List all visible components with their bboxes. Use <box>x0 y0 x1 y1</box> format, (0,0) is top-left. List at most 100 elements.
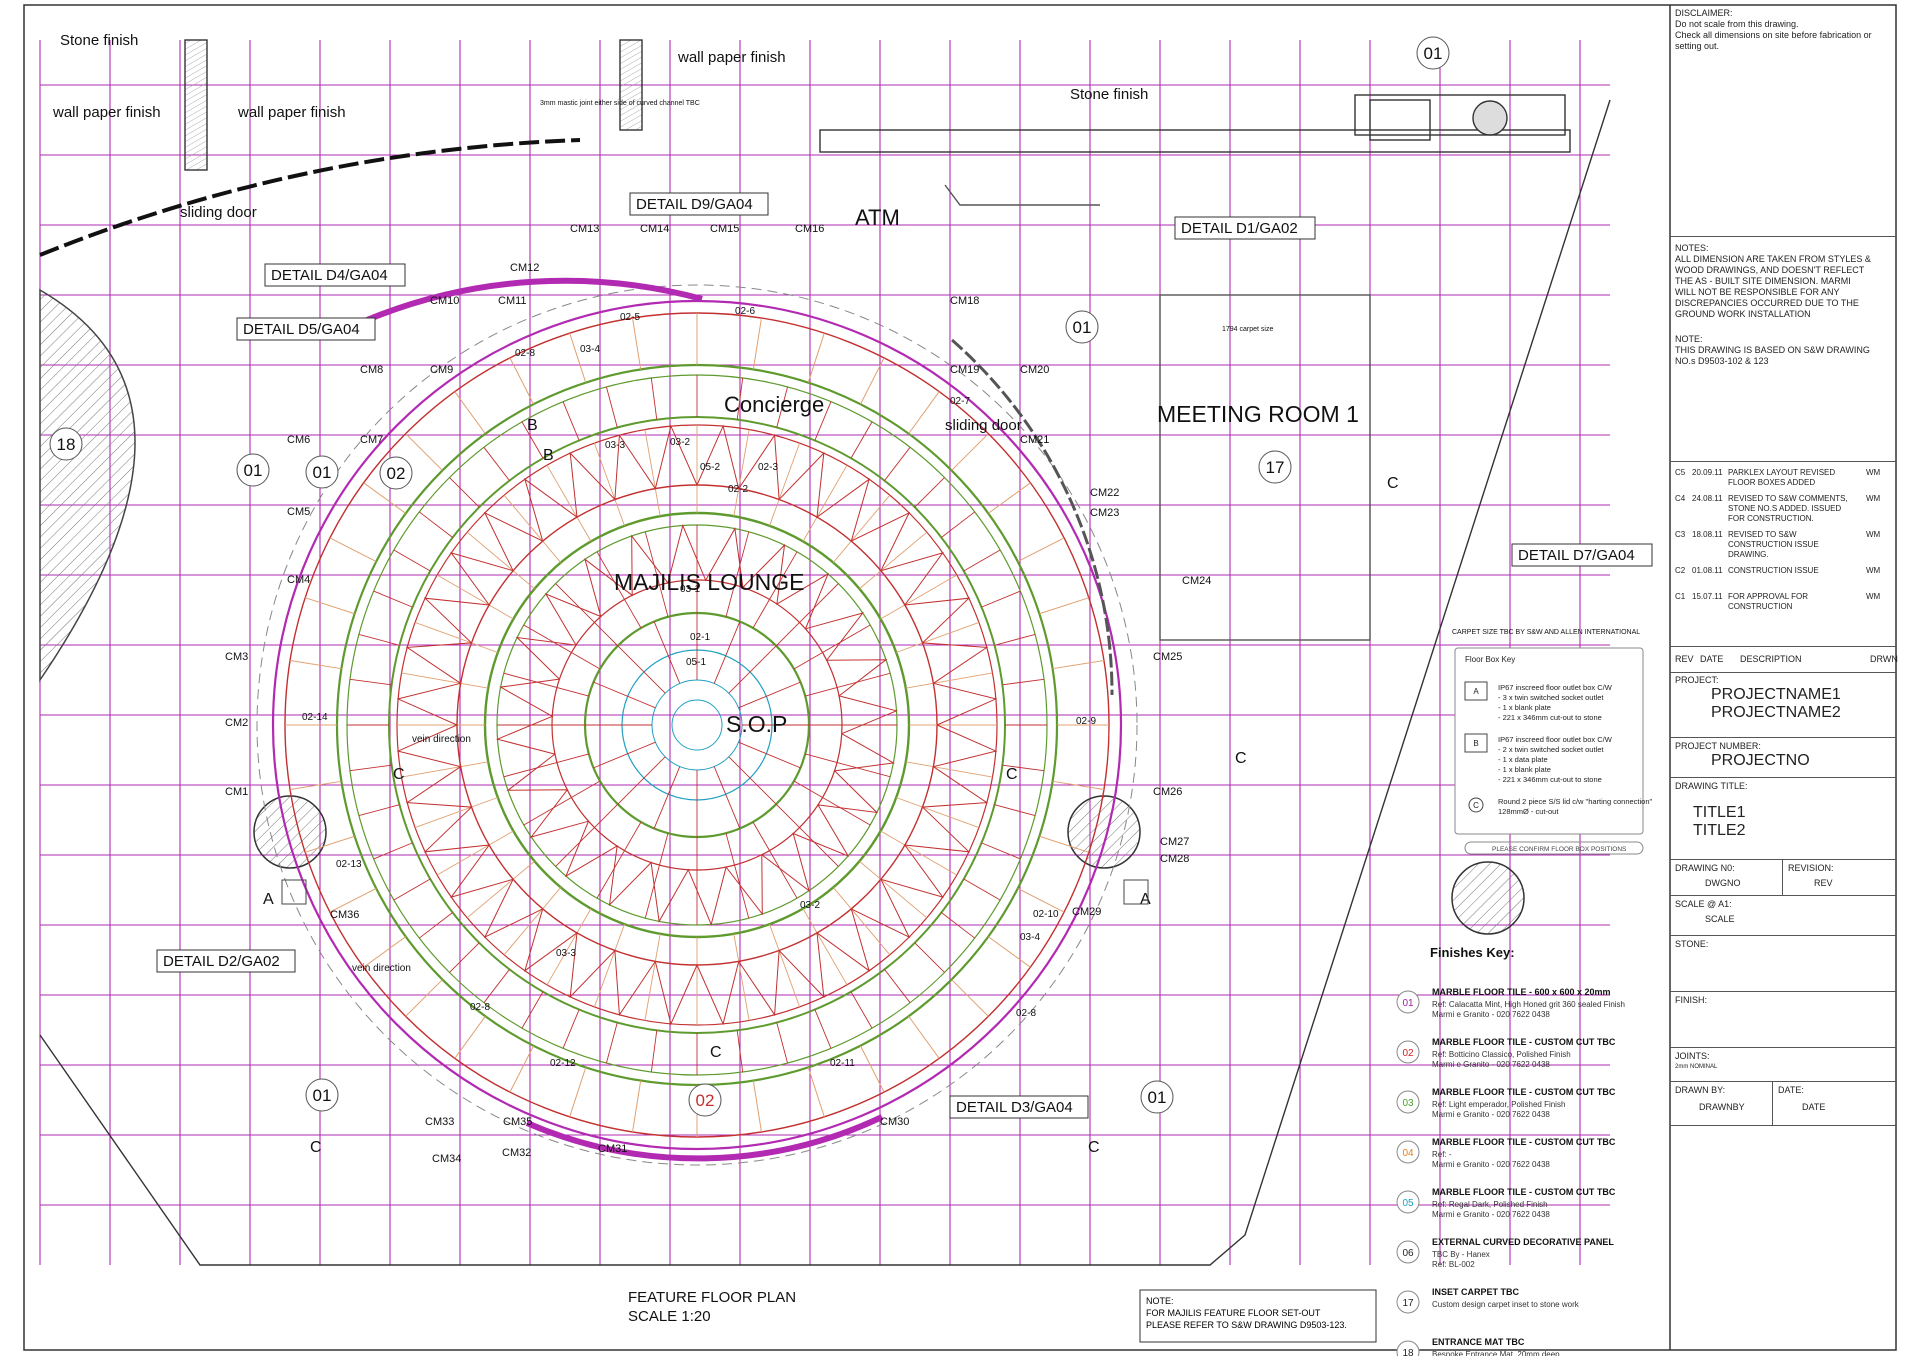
tile-code: 02-2 <box>728 484 748 495</box>
ring-segment <box>713 621 741 684</box>
socket-letter: C <box>393 766 405 783</box>
finish-key-code: 01 <box>1402 998 1414 1009</box>
detail-tag-box <box>264 263 406 287</box>
column-left <box>253 795 327 869</box>
floor-box-key-letter: C <box>1473 801 1479 810</box>
ring-segment <box>713 766 741 829</box>
ring-segment <box>436 830 514 876</box>
detail-tag: DETAIL D7/GA04 <box>1511 543 1653 567</box>
cm-label: CM21 <box>1020 434 1049 446</box>
floor-box-key-line: Round 2 piece S/S lid c/w "harting conne… <box>1498 797 1653 806</box>
ring-segment <box>963 549 1001 572</box>
finish-key-line: Ref: - <box>1432 1150 1452 1159</box>
floor-box-key-line: - 1 x blank plate <box>1498 765 1551 774</box>
ring-segment <box>419 511 453 538</box>
tile-code: 02-3 <box>758 462 778 473</box>
ring-segment <box>951 979 989 1017</box>
detail-tag: DETAIL D4/GA04 <box>264 263 406 287</box>
socket-letter: B <box>527 417 538 434</box>
ring-segment <box>653 766 681 829</box>
ring-segment <box>752 821 798 899</box>
floor-box-key-symbol <box>1464 681 1488 701</box>
finish-key-circle <box>1396 1340 1420 1356</box>
drawing-no-label: DRAWING N0: <box>1675 863 1735 873</box>
finish-key-circle <box>1396 990 1420 1014</box>
rev-code: C3 <box>1675 530 1686 539</box>
tile-code: 05-2 <box>700 462 720 473</box>
rev-date: 01.08.11 <box>1692 566 1723 575</box>
cm-label: CM19 <box>950 364 979 376</box>
title-block: DISCLAIMER: Do not scale from this drawi… <box>1670 0 1898 1356</box>
finish-key-code: 18 <box>1402 1348 1414 1356</box>
ring-segment <box>752 317 762 370</box>
tile-code: 02-5 <box>620 312 640 323</box>
floor-box-key-line: - 221 x 346mm cut-out to stone <box>1498 775 1602 784</box>
ring-segment <box>850 991 873 1029</box>
note-box-title: NOTE: <box>1146 1296 1174 1306</box>
cm-label: CM32 <box>502 1147 531 1159</box>
finish-key-line: Marmi e Granito - 020 7622 0438 <box>1432 1060 1550 1069</box>
ring-segment <box>905 761 993 778</box>
ring-segment <box>363 482 407 514</box>
ring-segment <box>725 833 750 919</box>
inner-star-band <box>495 523 899 927</box>
ring-segment <box>632 317 642 370</box>
note2-line: NO.s D9503-102 & 123 <box>1675 356 1769 366</box>
ring-segment <box>905 672 993 689</box>
label-carpet-note: CARPET SIZE TBC BY S&W AND ALLEN INTERNA… <box>1452 629 1640 636</box>
floor-box-key-line: - 1 x data plate <box>1498 755 1548 764</box>
finish-key-line: Marmi e Granito - 020 7622 0438 <box>1432 1210 1550 1219</box>
curved-decorative-panel-top <box>365 277 703 323</box>
rev-header-rev: REV <box>1675 654 1694 664</box>
cm-label: CM23 <box>1090 507 1119 519</box>
detail-tag: DETAIL D1/GA02 <box>1174 216 1316 240</box>
ring-segment <box>1039 835 1089 853</box>
room-tag-circle <box>1065 310 1099 344</box>
label-sop: S.O.P <box>726 711 787 737</box>
rev-drawn: WM <box>1866 592 1881 601</box>
cm-label: CM14 <box>640 223 669 235</box>
finish-key-title: MARBLE FLOOR TILE - 600 x 600 x 20mm <box>1432 987 1611 997</box>
ring-segment <box>617 756 666 805</box>
ring-segment <box>738 681 801 709</box>
ring-segment <box>503 494 562 563</box>
ring-segment <box>305 835 355 853</box>
socket-letter: B <box>543 447 554 464</box>
ring-segment <box>401 672 489 689</box>
drawing-no-cell: DRAWING N0: DWGNO REVISION: REV <box>1670 860 1896 896</box>
finish-key-line: Custom design carpet inset to stone work <box>1432 1300 1580 1309</box>
tile-code: 02-14 <box>302 712 328 723</box>
ring-segment <box>736 1030 744 1073</box>
ring-segment <box>454 1015 486 1059</box>
ring-segment <box>644 531 669 617</box>
label-sliding-door-right: sliding door <box>945 417 1022 434</box>
notes-line: GROUND WORK INSTALLATION <box>1675 309 1811 319</box>
detail-tag-label: DETAIL D2/GA02 <box>163 953 280 970</box>
ring-segment <box>752 1080 762 1133</box>
finish-key-circle <box>1396 1190 1420 1214</box>
finish-key-circle <box>1396 1090 1420 1114</box>
finish-key-circle <box>1396 1290 1420 1314</box>
ring-segment <box>752 551 798 629</box>
detail-tag-label: DETAIL D7/GA04 <box>1518 547 1635 564</box>
notes-title: NOTES: <box>1675 243 1709 253</box>
ring-segment <box>725 531 750 617</box>
revision-label: REVISION: <box>1788 863 1834 873</box>
ring-segment <box>859 357 885 405</box>
socket-letter: C <box>1387 475 1399 492</box>
room-tag-circle <box>305 455 339 489</box>
ring-segment <box>1039 597 1089 615</box>
ring-segment <box>562 401 580 441</box>
project-label: PROJECT: <box>1675 675 1719 685</box>
rev-date: 20.09.11 <box>1692 468 1723 477</box>
cm-label: CM5 <box>287 506 310 518</box>
curved-partition <box>951 338 1114 696</box>
drawn-by-value: DRAWNBY <box>1699 1102 1745 1112</box>
label-wall-paper-2: wall paper finish <box>237 104 346 121</box>
